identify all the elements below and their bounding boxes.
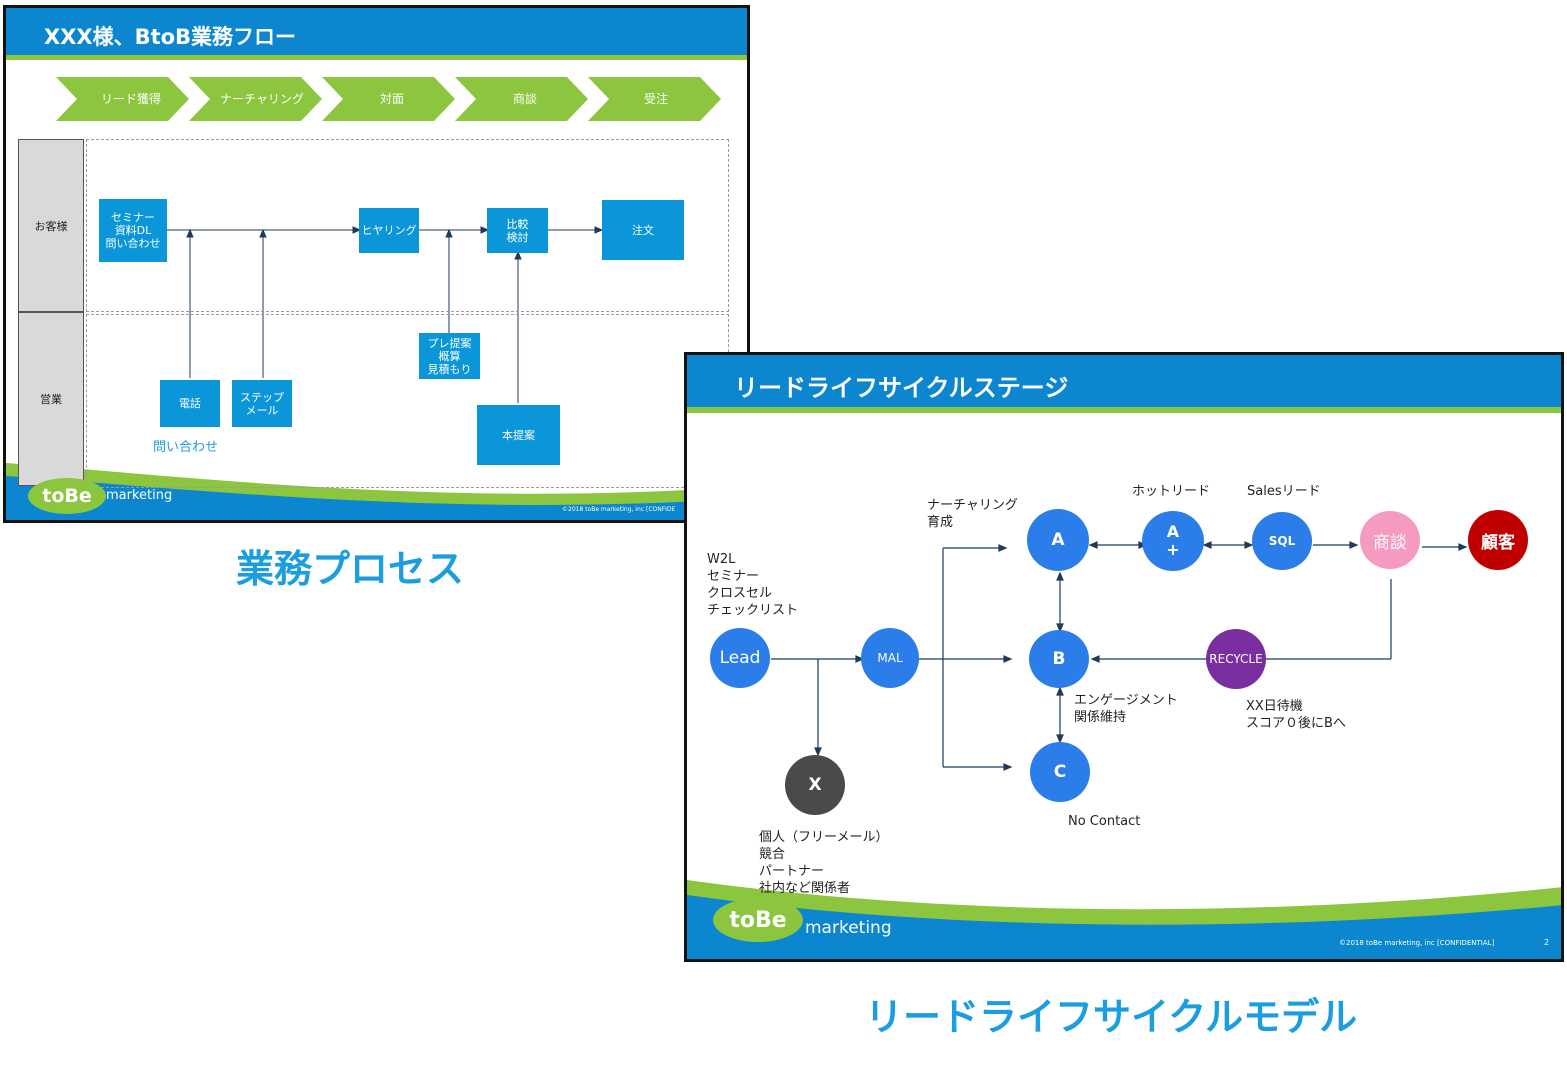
slide1-logo: toBe (28, 478, 106, 514)
slide2-title: リードライフサイクルステージ (734, 374, 1069, 402)
chevron-2 (189, 77, 322, 121)
inquiry-label: 問い合わせ (153, 440, 219, 455)
slide2-swoosh-blue (687, 895, 1561, 959)
box-stepmail: ステップ メール (232, 380, 292, 427)
slide-lead-lifecycle: リードライフサイクルステージ (684, 352, 1564, 962)
lane-label-sales: 営業 (18, 312, 84, 486)
chevron-label-4: 商談 (512, 92, 537, 106)
box-preproposal: プレ提案 概算 見積もり (419, 333, 480, 379)
node-recycle: RECYCLE (1206, 629, 1266, 689)
chevron-3 (322, 77, 455, 121)
slide1-swoosh-blue (6, 476, 747, 520)
label-excluded: 個人（フリーメール） 競合 パートナー 社内など関係者 (759, 830, 889, 896)
lane-customer-area (86, 139, 729, 312)
chevron-5 (588, 77, 721, 121)
chevron-label-3: 対面 (379, 92, 404, 106)
label-saleslead: Salesリード (1247, 484, 1321, 499)
flow-connectors (167, 226, 604, 403)
lifecycle-connectors (771, 541, 1468, 771)
label-engagement: エンゲージメント 関係維持 (1074, 693, 1178, 725)
node-customer: 顧客 (1468, 510, 1528, 570)
chevron-bar (56, 77, 721, 121)
chevron-4 (455, 77, 588, 121)
node-a-plus: A + (1142, 511, 1204, 571)
slide2-graphics (687, 541, 1561, 959)
node-lead: Lead (710, 628, 770, 688)
node-deal: 商談 (1360, 511, 1420, 569)
slide2-logo-sub: marketing (805, 918, 892, 938)
node-c: C (1030, 742, 1090, 802)
node-a: A (1027, 509, 1089, 571)
label-sources: W2L セミナー クロスセル チェックリスト (707, 552, 799, 618)
chevron-label-1: リード獲得 (100, 92, 161, 106)
box-proposal: 本提案 (477, 405, 560, 465)
slide1-graphics (6, 77, 747, 520)
slide1-footer: ©2018 toBe marketing, inc [CONFIDE (562, 506, 676, 513)
node-b: B (1029, 630, 1089, 688)
box-hearing: ヒヤリング (359, 208, 419, 253)
box-order: 注文 (602, 200, 684, 260)
node-sql: SQL (1252, 512, 1312, 570)
chevron-1 (56, 77, 189, 121)
chevron-label-2: ナーチャリング (220, 92, 304, 106)
slide2-logo: toBe (713, 898, 803, 942)
label-nurturing: ナーチャリング 育成 (927, 498, 1018, 530)
slide1-header: XXX様、BtoB業務フロー (6, 8, 747, 55)
label-hotlead: ホットリード (1132, 484, 1211, 499)
slide2-header: リードライフサイクルステージ (687, 355, 1561, 407)
box-seminar: セミナー 資料DL 問い合わせ (99, 199, 167, 262)
node-mal: MAL (861, 628, 919, 688)
slide2-logo-text: toBe (729, 907, 787, 933)
caption-business-process: 業務プロセス (236, 547, 465, 591)
box-compare: 比較 検討 (487, 208, 548, 253)
slide2-footer: ©2018 toBe marketing, inc [CONFIDENTIAL] (1339, 939, 1495, 947)
slide-business-flow: XXX様、BtoB業務フロー (3, 5, 750, 523)
slide1-green-rule (6, 55, 747, 60)
chevron-label-5: 受注 (643, 92, 668, 106)
lane-label-customer: お客様 (18, 139, 84, 312)
box-phone: 電話 (160, 380, 220, 427)
slide1-logo-text: toBe (42, 485, 92, 507)
slide1-logo-sub: marketing (106, 488, 173, 503)
slide2-green-rule (687, 407, 1561, 413)
node-x: X (785, 755, 845, 815)
label-nocontact: No Contact (1068, 814, 1141, 829)
slide2-page-number: 2 (1544, 938, 1550, 947)
label-recycle-note: XX日待機 スコア０後にBへ (1246, 699, 1346, 731)
slide1-title: XXX様、BtoB業務フロー (44, 25, 297, 49)
caption-lead-lifecycle-model: リードライフサイクルモデル (865, 995, 1358, 1039)
